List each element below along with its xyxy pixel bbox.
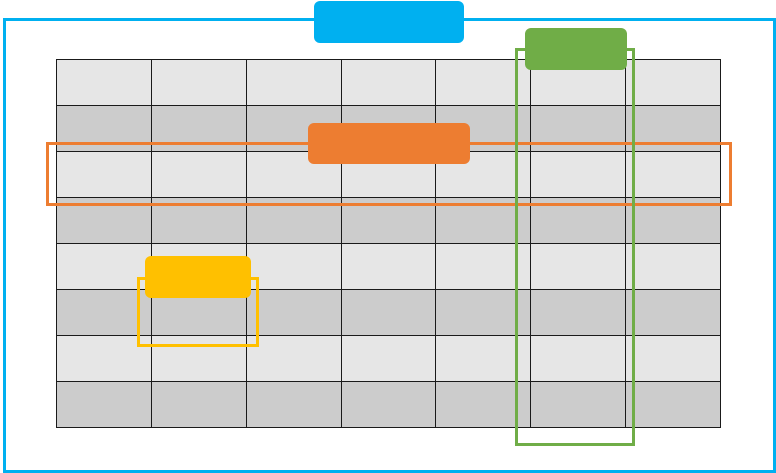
grid-cell [56, 289, 152, 336]
column-highlight-box [515, 48, 635, 446]
grid-cell [625, 381, 721, 428]
cell-label-tag [145, 256, 251, 298]
grid-cell [245, 289, 342, 336]
grid-cell [340, 243, 437, 290]
grid-cell [150, 151, 247, 198]
grid-cell [530, 151, 627, 198]
grid-cell [625, 289, 721, 336]
grid-cell [56, 243, 152, 290]
grid-cell [150, 59, 247, 106]
grid-cell [625, 151, 721, 198]
grid-cell [245, 381, 342, 428]
grid-cell [530, 381, 627, 428]
grid-cell [245, 243, 342, 290]
grid-cell [625, 243, 721, 290]
row-label-tag [308, 123, 470, 164]
grid-cell [530, 289, 627, 336]
grid-cell [150, 381, 247, 428]
grid-cell [56, 59, 152, 106]
grid-cell [340, 335, 437, 382]
grid-cell [435, 289, 532, 336]
grid-cell [340, 59, 437, 106]
grid-cell [625, 59, 721, 106]
grid-cell [150, 335, 247, 382]
grid-cell [245, 335, 342, 382]
grid-cell [340, 381, 437, 428]
grid-cell [340, 289, 437, 336]
grid-cell [625, 335, 721, 382]
grid-cell [56, 381, 152, 428]
column-label-tag [525, 28, 627, 70]
grid-row [56, 381, 721, 428]
table-label-tag [314, 1, 464, 43]
grid-cell [245, 59, 342, 106]
grid-cell [56, 151, 152, 198]
